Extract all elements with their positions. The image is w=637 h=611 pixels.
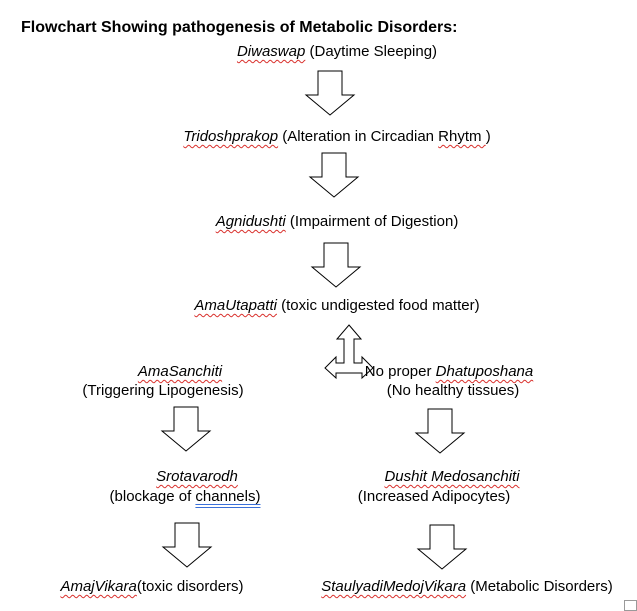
desc-amautapatti: (toxic undigested food matter)	[276, 297, 480, 314]
down-arrow-2	[308, 152, 360, 198]
term-amasanchiti: AmaSanchiti	[137, 363, 223, 380]
term-amajvikara: AmajVikara	[60, 578, 137, 595]
desc-srotavarodh-term: channels)	[195, 488, 261, 505]
prefix-dhatuposhana: No proper	[364, 363, 436, 380]
term-tridoshprakop: Tridoshprakop	[183, 128, 279, 145]
node-amajvikara: AmajVikara(toxic disorders)	[60, 578, 243, 596]
desc-diwaswap: (Daytime Sleeping)	[305, 43, 438, 60]
down-arrow-left-2	[161, 522, 213, 568]
down-arrow-right-1	[414, 408, 466, 454]
node-agnidushti: Agnidushti (Impairment of Digestion)	[216, 213, 459, 231]
down-arrow-3	[310, 242, 362, 288]
desc-amajvikara: (toxic disorders)	[136, 578, 244, 595]
desc-tridoshprakop: (Alteration in Circadian	[278, 128, 439, 145]
desc-dhatuposhana-text: (No healthy tissues)	[386, 382, 520, 399]
term-diwaswap: Diwaswap	[236, 43, 306, 60]
term-amautapatti: AmaUtapatti	[194, 297, 277, 314]
desc-srotavarodh-pre: (blockage of	[109, 488, 196, 505]
term-srotavarodh: Srotavarodh	[156, 468, 238, 485]
term-agnidushti: Agnidushti	[215, 213, 286, 230]
split-arrow	[324, 324, 374, 380]
desc-dhatuposhana: (No healthy tissues)	[379, 382, 520, 400]
node-dushit-medosanchiti: Dushit Medosanchiti	[384, 468, 519, 486]
term-dhatuposhana: Dhatuposhana	[435, 363, 534, 380]
down-arrow-1	[304, 70, 356, 116]
node-dhatuposhana: No proper Dhatuposhana	[365, 363, 533, 381]
flowchart-title: Flowchart Showing pathogenesis of Metabo…	[21, 19, 458, 36]
desc-srotavarodh: (blockage of channels)	[110, 488, 261, 506]
node-tridoshprakop: Tridoshprakop (Alteration in Circadian R…	[183, 128, 490, 146]
term-rhytm: Rhytm	[438, 128, 486, 145]
node-diwaswap: Diwaswap (Daytime Sleeping)	[237, 43, 437, 61]
desc-agnidushti: (Impairment of Digestion)	[285, 213, 459, 230]
down-arrow-right-2	[416, 524, 468, 570]
desc-amasanchiti: (Triggering Lipogenesis)	[82, 382, 244, 399]
term-dushit-medosanchiti: Dushit Medosanchiti	[384, 468, 520, 485]
node-staulyadimedojvikara: StaulyadiMedojVikara (Metabolic Disorder…	[321, 578, 613, 596]
node-srotavarodh: Srotavarodh	[156, 468, 238, 486]
down-arrow-left-1	[160, 406, 212, 452]
term-staulyadimedojvikara: StaulyadiMedojVikara	[321, 578, 467, 595]
desc-dushit-medosanchiti: (Increased Adipocytes)	[357, 488, 511, 505]
resize-handle[interactable]	[624, 600, 637, 611]
desc-staulyadimedojvikara: (Metabolic Disorders)	[466, 578, 613, 595]
node-amautapatti: AmaUtapatti (toxic undigested food matte…	[194, 297, 479, 315]
desc-tridoshprakop-close: )	[485, 128, 491, 145]
node-amasanchiti: AmaSanchiti	[138, 363, 222, 381]
